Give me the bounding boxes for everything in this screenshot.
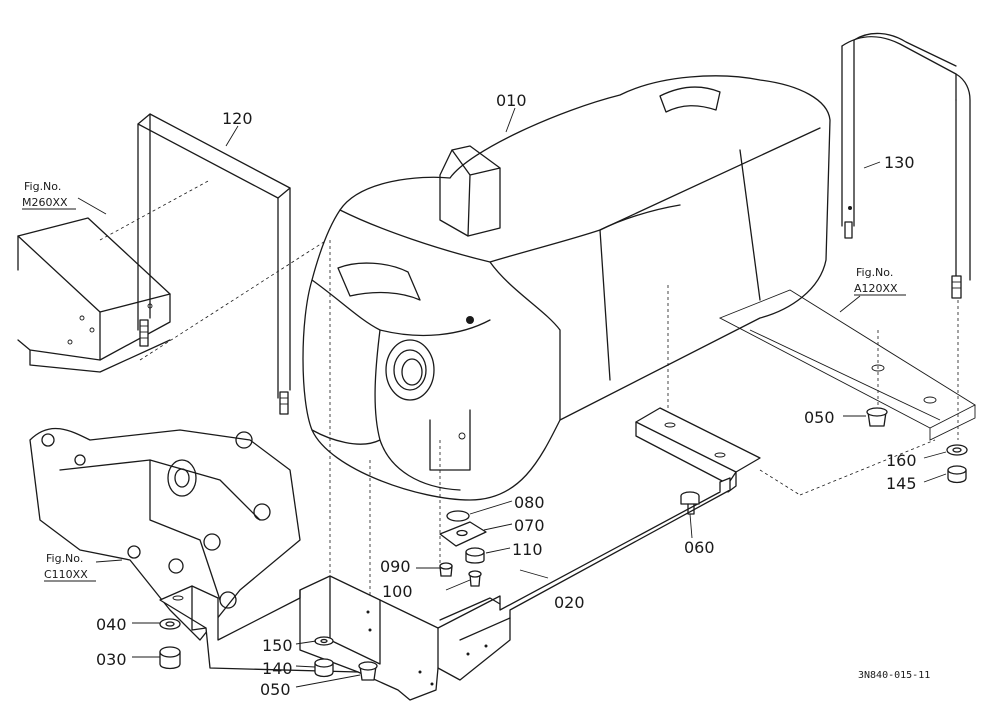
label-090: 090 [380,557,411,576]
label-070: 070 [514,516,545,535]
hardware-parts [159,407,968,681]
label-150: 150 [262,636,293,655]
label-080: 080 [514,493,545,512]
ref-a120xx-line1: Fig.No. [856,266,893,279]
label-120: 120 [222,109,253,128]
label-010: 010 [496,91,527,110]
drawing-code: 3N840-015-11 [858,670,930,681]
tank-bracket [635,407,936,496]
label-100: 100 [382,582,413,601]
transmission-case [29,240,331,650]
frame-rail-left [17,217,171,373]
label-050-right: 050 [804,408,835,427]
frame-rail-right [718,289,976,441]
ref-c110xx: Fig.No. C110XX [44,552,96,582]
label-020: 020 [554,593,585,612]
frame-020 [159,477,731,701]
strap-120 [99,113,331,415]
label-030: 030 [96,650,127,669]
label-060: 060 [684,538,715,557]
label-145: 145 [886,474,917,493]
label-110: 110 [512,540,543,559]
ref-a120xx: Fig.No. A120XX [854,266,906,296]
label-040: 040 [96,615,127,634]
label-160: 160 [886,451,917,470]
label-050-bottom: 050 [260,680,291,699]
ref-m260xx-line2: M260XX [22,196,68,209]
ref-c110xx-line1: Fig.No. [46,552,83,565]
ref-m260xx-line1: Fig.No. [24,180,61,193]
fuel-tank [302,75,831,650]
label-130: 130 [884,153,915,172]
label-140: 140 [262,659,293,678]
strap-130 [841,32,971,440]
leader-lines [77,107,947,688]
ref-a120xx-line2: A120XX [854,282,898,295]
ref-c110xx-line2: C110XX [44,568,88,581]
ref-m260xx: Fig.No. M260XX [22,180,76,210]
